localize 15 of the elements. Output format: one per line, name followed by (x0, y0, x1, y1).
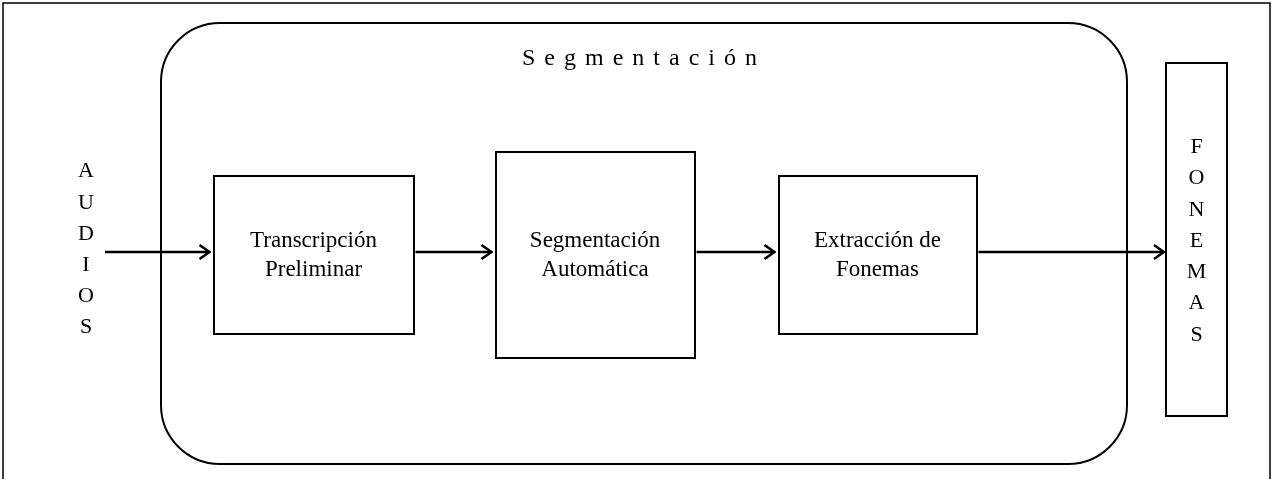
rounded-group-box (160, 22, 1128, 465)
process-box (494, 150, 696, 359)
input-label: AUDIOS (77, 156, 95, 341)
output-box (1165, 62, 1228, 417)
arrow (415, 243, 493, 261)
box-label: Transcripción Preliminar (249, 225, 378, 283)
arrow (105, 243, 211, 261)
process-box (777, 174, 978, 335)
process-box (212, 174, 415, 335)
arrow (978, 243, 1166, 261)
box-label: Extracción de Fonemas (812, 225, 943, 283)
arrow (696, 243, 776, 261)
group-title: Segmentación (522, 43, 766, 72)
output-label: FONEMAS (1185, 132, 1208, 348)
box-label: Segmentación Automática (528, 225, 662, 283)
